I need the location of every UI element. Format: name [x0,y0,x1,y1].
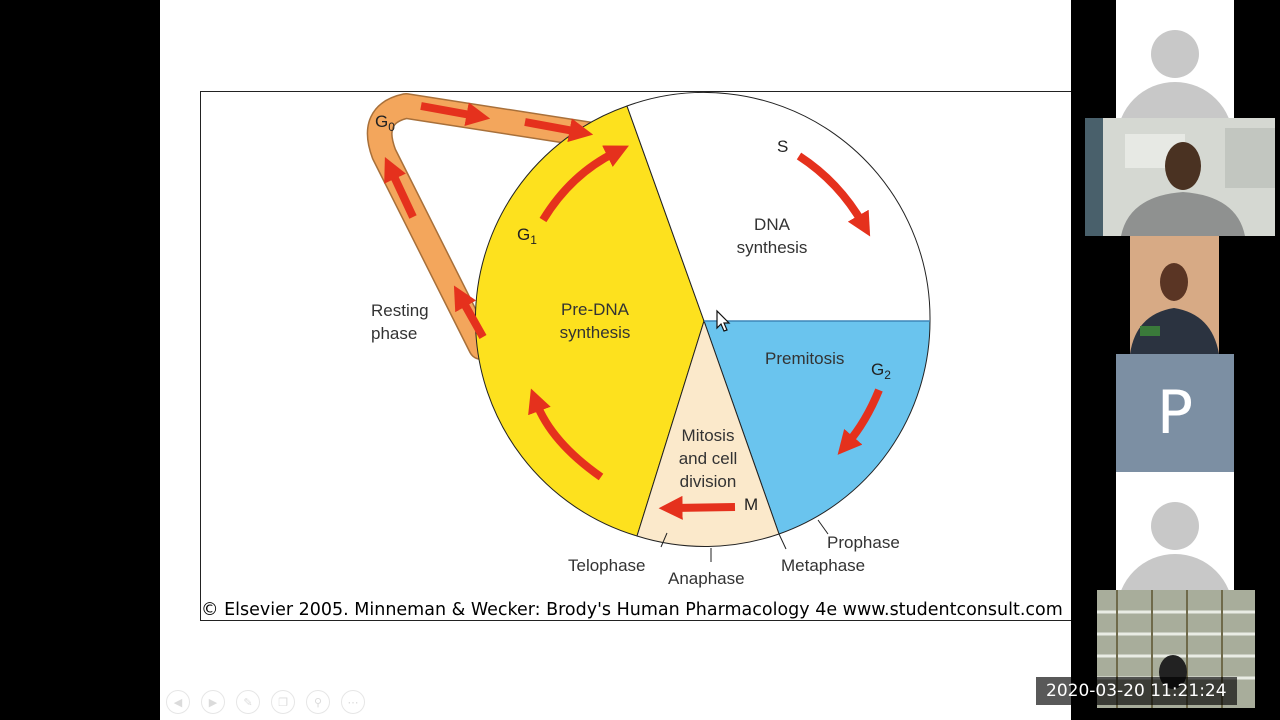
user-silhouette-icon [1151,502,1199,550]
participant-tile-1[interactable] [1116,0,1234,118]
figure-credit: © Elsevier 2005. Minneman & Wecker: Brod… [201,600,1063,620]
label-telophase: Telophase [568,556,646,575]
phase-g2-sub: 2 [884,368,891,382]
arrow-m [658,495,736,520]
participant-sidebar: P [1071,0,1280,720]
label-predna-1: Pre-DNA [561,300,630,319]
svg-text:G2: G2 [871,360,891,382]
label-resting-2: phase [371,324,417,343]
phase-g0: G [375,112,388,131]
phase-g1-sub: 1 [530,233,537,247]
arrow-rest-up [384,156,417,219]
label-anaphase: Anaphase [668,569,745,588]
slide-controls: ◀ ▶ ✎ ❐ ⚲ ⋯ [166,690,365,714]
phase-g2: G [871,360,884,379]
arrow-g2 [837,388,883,455]
participant-tile-2[interactable] [1116,472,1234,590]
label-metaphase: Metaphase [781,556,865,575]
label-mitosis-3: division [680,472,737,491]
sector-s [626,92,931,322]
video-frame [1085,118,1275,236]
label-mitosis-1: Mitosis [682,426,735,445]
cell-cycle-diagram: G0 G1 G2 S M Resting phase Pre-DNA synth… [366,92,931,588]
arrow-g0-a [420,102,491,127]
arrow-s [796,152,871,237]
label-prophase: Prophase [827,533,900,552]
label-mitosis-2: and cell [679,449,738,468]
label-premitosis: Premitosis [765,349,844,368]
next-icon[interactable]: ▶ [201,690,225,714]
arrow-g1-lower [528,388,604,481]
copy-icon[interactable]: ❐ [271,690,295,714]
participant-initial: P [1156,378,1194,448]
phase-m: M [744,495,758,514]
prev-icon[interactable]: ◀ [166,690,190,714]
participant-video-1[interactable] [1085,118,1275,236]
label-resting-1: Resting [371,301,429,320]
sector-m [636,319,780,547]
svg-text:G1: G1 [517,225,537,247]
user-silhouette-icon [1151,30,1199,78]
svg-text:G0: G0 [375,112,395,134]
arrow-g0-b [524,118,594,143]
zoom-icon[interactable]: ⚲ [306,690,330,714]
timestamp: 2020-03-20 11:21:24 [1036,677,1237,705]
more-icon[interactable]: ⋯ [341,690,365,714]
arrow-rest-in [453,285,487,339]
label-dna-1: DNA [754,215,791,234]
cell-cycle-figure: G0 G1 G2 S M Resting phase Pre-DNA synth… [200,91,1080,621]
participant-tile-initial[interactable]: P [1116,354,1234,472]
cursor-icon [716,309,731,332]
phase-g0-sub: 0 [388,120,395,134]
participant-video-2[interactable] [1130,236,1219,354]
cycle-arrows [384,102,883,520]
video-frame [1130,236,1219,354]
pen-icon[interactable]: ✎ [236,690,260,714]
label-predna-2: synthesis [560,323,631,342]
label-dna-2: synthesis [737,238,808,257]
phase-g1: G [517,225,530,244]
phase-s: S [777,137,788,156]
arrow-g1 [539,145,629,223]
